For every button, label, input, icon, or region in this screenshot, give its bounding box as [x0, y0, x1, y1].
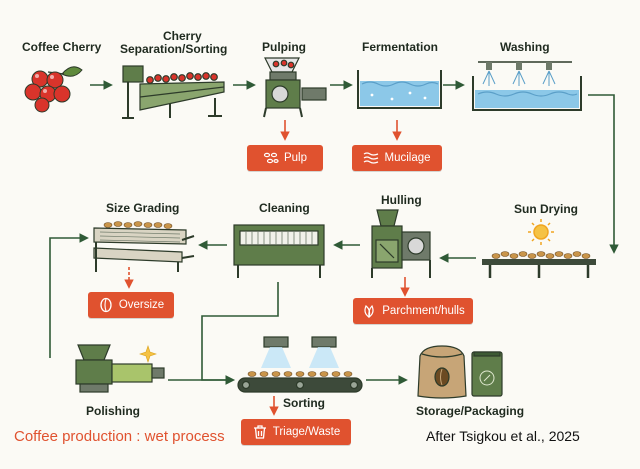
- badge-mucilage-label: Mucilage: [384, 152, 431, 164]
- arrow-polishing-to-grading: [49, 233, 89, 358]
- sun-icon: [528, 219, 554, 245]
- label-hulling: Hulling: [381, 193, 422, 207]
- washing-tank-icon: [472, 61, 582, 111]
- wave-icon: [364, 152, 379, 164]
- label-coffee-cherry: Coffee Cherry: [22, 40, 102, 54]
- label-cleaning: Cleaning: [259, 201, 310, 215]
- byproduct-arrows: [124, 120, 410, 416]
- badge-triage: Triage/Waste: [241, 419, 351, 445]
- sparkle-icon: [139, 345, 157, 363]
- hulling-machine-icon: [371, 209, 431, 278]
- coffee-bean-icon: [434, 367, 450, 387]
- label-pulping: Pulping: [262, 40, 306, 54]
- badge-pulp-label: Pulp: [283, 152, 308, 164]
- optical-sorting-icon: [237, 336, 363, 393]
- diagram-title: Coffee production : wet process: [14, 428, 225, 445]
- bean-icon: [100, 297, 112, 313]
- leaf-logo-icon: [479, 370, 495, 386]
- husk-leaves-icon: [364, 304, 374, 319]
- badge-pulp: Pulp: [247, 145, 323, 171]
- label-separation-line1: Cherry: [163, 29, 202, 43]
- badge-oversize: Oversize: [88, 292, 174, 318]
- badge-parchment: Parchment/hulls: [353, 298, 473, 324]
- label-storage: Storage/Packaging: [416, 404, 525, 418]
- trash-icon: [253, 425, 266, 439]
- badge-mucilage: Mucilage: [352, 145, 442, 171]
- cleaning-machine-icon: [233, 224, 325, 278]
- sun-drying-icon: [482, 219, 596, 278]
- separation-machine-icon: [122, 65, 225, 119]
- label-polishing: Polishing: [86, 404, 140, 418]
- coffee-cherries-icon: [24, 66, 83, 113]
- label-fermentation: Fermentation: [362, 40, 439, 54]
- label-separation-line2: Separation/Sorting: [120, 42, 228, 56]
- polishing-machine-icon: [75, 344, 165, 393]
- storage-bags-icon: [417, 345, 503, 399]
- badge-parchment-label: Parchment/hulls: [382, 305, 465, 317]
- label-size-grading: Size Grading: [106, 201, 180, 215]
- pulp-pieces-icon: [263, 152, 279, 164]
- badge-oversize-label: Oversize: [118, 299, 165, 311]
- label-washing: Washing: [500, 40, 550, 54]
- size-grading-icon: [93, 221, 195, 272]
- flow-arrows: [49, 80, 619, 385]
- arrow-washing-to-drying: [588, 94, 619, 254]
- label-sun-drying: Sun Drying: [514, 202, 579, 216]
- pulping-machine-icon: [263, 57, 327, 118]
- fermentation-tank-icon: [357, 70, 442, 109]
- badge-triage-label: Triage/Waste: [272, 426, 341, 438]
- source-credit: After Tsigkou et al., 2025: [426, 428, 580, 444]
- label-sorting: Sorting: [283, 396, 325, 410]
